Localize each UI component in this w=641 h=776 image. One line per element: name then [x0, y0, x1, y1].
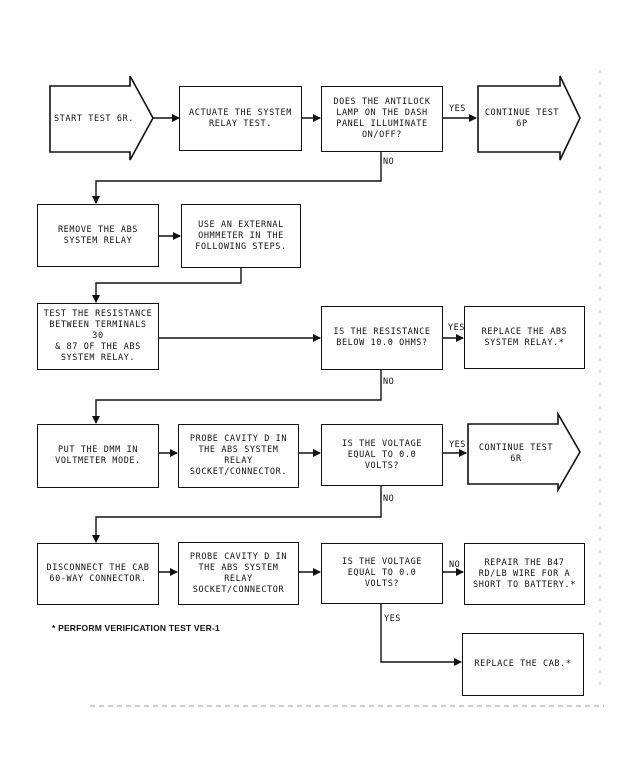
use-ohmmeter-step: USE AN EXTERNAL OHMMETER IN THE FOLLOWIN…: [181, 204, 301, 268]
voltage-decision-1: IS THE VOLTAGE EQUAL TO 0.0 VOLTS?: [321, 424, 443, 486]
replace-cab-step: REPLACE THE CAB.*: [462, 633, 584, 696]
yes-label: YES: [449, 104, 466, 114]
resistance-decision: IS THE RESISTANCE BELOW 10.0 OHMS?: [321, 306, 443, 370]
yes-label: YES: [449, 440, 466, 450]
no-label: NO: [383, 377, 395, 387]
lamp-illuminate-decision: DOES THE ANTILOCK LAMP ON THE DASH PANEL…: [321, 86, 443, 152]
yes-label: YES: [384, 614, 401, 624]
probe-cavity-step-1: PROBE CAVITY D IN THE ABS SYSTEM RELAY S…: [178, 424, 299, 488]
no-label: NO: [449, 560, 461, 570]
actuate-relay-step: ACTUATE THE SYSTEM RELAY TEST.: [179, 86, 302, 151]
continue-6r-shape: [467, 411, 581, 493]
continue-test-6p-label: CONTINUE TEST 6P: [484, 108, 560, 129]
repair-wire-step: REPAIR THE B47 RD/LB WIRE FOR A SHORT TO…: [464, 543, 585, 605]
remove-relay-step: REMOVE THE ABS SYSTEM RELAY: [37, 204, 159, 267]
verification-footnote: * PERFORM VERIFICATION TEST VER-1: [52, 623, 220, 633]
no-label: NO: [383, 157, 395, 167]
test-resistance-step: TEST THE RESISTANCE BETWEEN TERMINALS 30…: [37, 303, 159, 370]
put-dmm-step: PUT THE DMM IN VOLTMETER MODE.: [37, 424, 159, 488]
replace-relay-step: REPLACE THE ABS SYSTEM RELAY.*: [464, 306, 585, 369]
continue-test-6r-label: CONTINUE TEST 6R: [478, 443, 554, 464]
disconnect-cab-step: DISCONNECT THE CAB 60-WAY CONNECTOR.: [37, 543, 159, 605]
probe-cavity-step-2: PROBE CAVITY D IN THE ABS SYSTEM RELAY S…: [178, 542, 299, 605]
no-label: NO: [383, 494, 395, 504]
start-test-label: START TEST 6R.: [53, 113, 135, 124]
start-shape: [49, 75, 154, 161]
continue-6p-shape: [477, 75, 581, 161]
voltage-decision-2: IS THE VOLTAGE EQUAL TO 0.0 VOLTS?: [321, 543, 443, 604]
yes-label: YES: [448, 323, 465, 333]
